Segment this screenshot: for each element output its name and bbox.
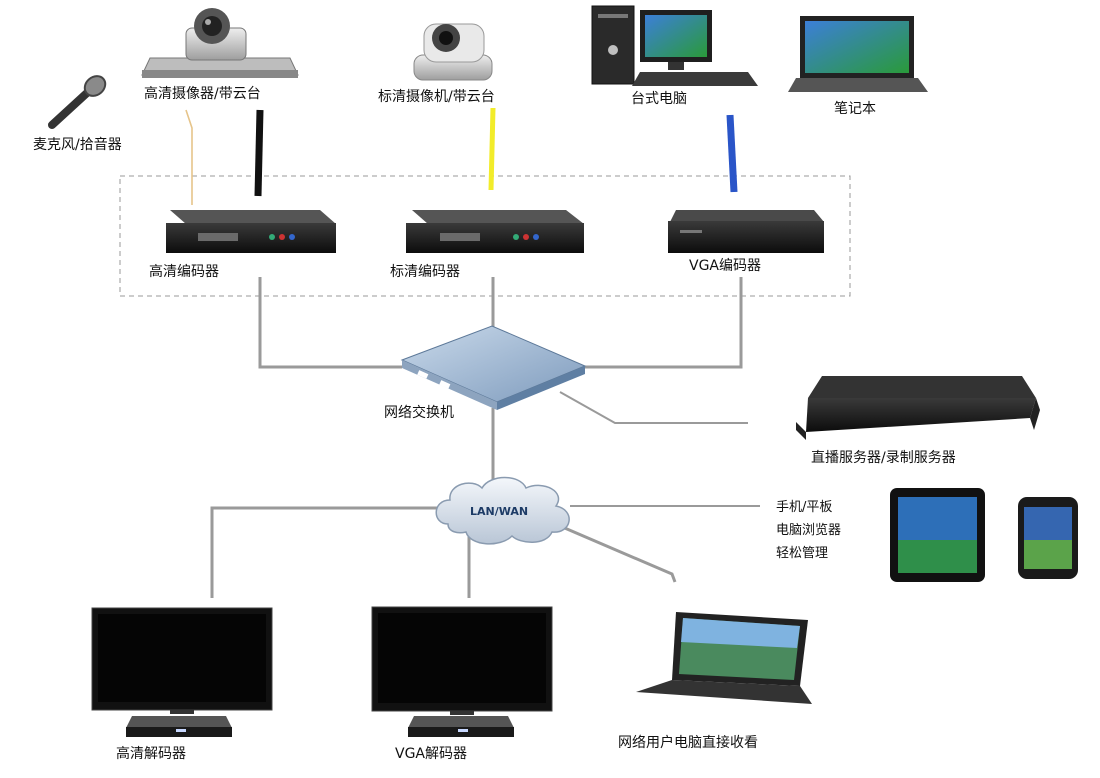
mic-cable [185, 109, 193, 205]
hd-tv-icon [91, 607, 273, 714]
vga-encoder-device-icon [668, 210, 824, 253]
vga-encoder-link [585, 277, 743, 369]
microphone-label: 麦克风/拾音器 [33, 137, 122, 153]
mobile-label-2: 电脑浏览器 [776, 523, 842, 538]
lan-wan-cloud-icon [435, 476, 570, 545]
network-switch-icon [400, 325, 587, 410]
switch-label: 网络交换机 [384, 405, 454, 421]
laptop-icon [788, 16, 928, 92]
laptop-label: 笔记本 [834, 101, 876, 117]
sd-camera-label: 标清摄像机/带云台 [378, 89, 495, 105]
desktop-pc-icon [591, 5, 758, 86]
hd-decoder-box-icon [126, 716, 232, 737]
vga-tv-icon [371, 606, 553, 715]
netbook-icon [636, 612, 812, 704]
hd-decoder-label: 高清解码器 [116, 746, 186, 762]
sd-encoder-label: 标清编码器 [390, 264, 460, 280]
sd-camera-cable [488, 107, 496, 191]
sd-camera-icon [413, 23, 493, 81]
netbook-link [559, 524, 677, 583]
vga-encoder-label: VGA编码器 [689, 258, 762, 274]
hd-encoder-label: 高清编码器 [149, 264, 219, 280]
cables [185, 107, 760, 598]
mobile-label-1: 手机/平板 [776, 500, 833, 515]
encoder-group-box [119, 175, 851, 297]
desktop-label: 台式电脑 [631, 91, 687, 107]
mobile-label-3: 轻松管理 [776, 546, 829, 561]
microphone-icon [48, 75, 107, 129]
vga-decoder-label: VGA解码器 [395, 746, 468, 762]
server-label: 直播服务器/录制服务器 [811, 450, 956, 466]
hd-camera-label: 高清摄像器/带云台 [144, 86, 261, 102]
hd-decoder-link [210, 506, 446, 598]
server-icon [796, 376, 1040, 440]
sd-encoder-device-icon [406, 210, 584, 253]
server-link [559, 391, 748, 424]
desktop-cable [726, 114, 738, 193]
cloud-label: LAN/WAN [470, 505, 529, 518]
tablet-icon [890, 488, 985, 582]
vga-decoder-box-icon [408, 716, 514, 737]
hd-encoder-link [258, 277, 402, 369]
phone-icon [1018, 497, 1078, 579]
hd-encoder-device-icon [166, 210, 336, 253]
hd-camera-cable [254, 109, 264, 197]
netbook-label: 网络用户电脑直接收看 [618, 735, 758, 751]
hd-camera-icon [141, 8, 299, 78]
